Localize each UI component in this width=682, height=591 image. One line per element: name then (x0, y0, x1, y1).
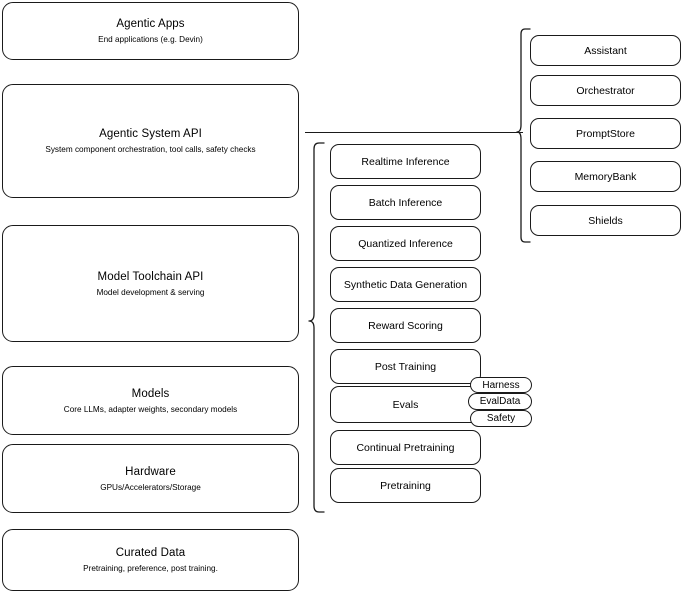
stack-layer-agentic-system-api[interactable]: Agentic System API System component orch… (2, 84, 299, 198)
component-shields[interactable]: Shields (530, 205, 681, 236)
toolchain-evals[interactable]: Evals (330, 386, 481, 423)
layer-subtitle: System component orchestration, tool cal… (45, 145, 256, 154)
evals-subcomponent-safety[interactable]: Safety (470, 410, 532, 427)
component-label: Orchestrator (576, 84, 635, 97)
pill-label: EvalData (479, 396, 521, 407)
layer-title: Hardware (125, 465, 176, 478)
pill-label: Harness (482, 379, 520, 391)
stack-layer-model-toolchain-api[interactable]: Model Toolchain API Model development & … (2, 225, 299, 342)
toolchain-label: Pretraining (380, 479, 431, 492)
toolchain-pretraining[interactable]: Pretraining (330, 468, 481, 503)
layer-subtitle: Core LLMs, adapter weights, secondary mo… (63, 404, 238, 414)
toolchain-label: Batch Inference (368, 196, 443, 209)
toolchain-label: Continual Pretraining (356, 441, 455, 454)
toolchain-label: Post Training (374, 360, 437, 373)
layer-subtitle: GPUs/Accelerators/Storage (100, 482, 201, 492)
toolchain-label: Reward Scoring (368, 319, 443, 332)
toolchain-label: Realtime Inference (361, 155, 450, 168)
component-label: PromptStore (576, 127, 635, 140)
stack-layer-agentic-apps[interactable]: Agentic Apps End applications (e.g. Devi… (2, 2, 299, 60)
component-label: MemoryBank (574, 170, 637, 183)
layer-subtitle: End applications (e.g. Devin) (98, 35, 203, 44)
toolchain-label: Evals (392, 398, 419, 411)
stack-layer-hardware[interactable]: Hardware GPUs/Accelerators/Storage (2, 444, 299, 513)
layer-subtitle: Pretraining, preference, post training. (83, 564, 218, 573)
stack-layer-curated-data[interactable]: Curated Data Pretraining, preference, po… (2, 529, 299, 591)
layer-subtitle: Model development & serving (96, 287, 205, 297)
pill-label: Safety (486, 413, 516, 424)
brace-agentic-system-components (516, 28, 531, 243)
toolchain-batch-inference[interactable]: Batch Inference (330, 185, 481, 220)
toolchain-label: Quantized Inference (358, 237, 453, 250)
toolchain-post-training[interactable]: Post Training (330, 349, 481, 384)
layer-title: Agentic Apps (116, 18, 185, 30)
component-orchestrator[interactable]: Orchestrator (530, 75, 681, 106)
evals-subcomponent-evaldata[interactable]: EvalData (468, 393, 532, 410)
toolchain-label: Synthetic Data Generation (343, 278, 468, 291)
layer-title: Curated Data (115, 547, 186, 559)
connector-agentic-system-api-to-components (305, 132, 523, 133)
brace-model-toolchain-components (308, 142, 325, 513)
component-label: Assistant (584, 44, 627, 57)
layer-title: Agentic System API (99, 128, 202, 140)
layer-title: Models (131, 387, 170, 400)
component-assistant[interactable]: Assistant (530, 35, 681, 66)
component-promptstore[interactable]: PromptStore (530, 118, 681, 149)
toolchain-reward-scoring[interactable]: Reward Scoring (330, 308, 481, 343)
evals-subcomponent-harness[interactable]: Harness (470, 377, 532, 393)
layer-title: Model Toolchain API (97, 270, 204, 283)
toolchain-synthetic-data-generation[interactable]: Synthetic Data Generation (330, 267, 481, 302)
component-label: Shields (588, 214, 623, 227)
toolchain-continual-pretraining[interactable]: Continual Pretraining (330, 430, 481, 465)
stack-layer-models[interactable]: Models Core LLMs, adapter weights, secon… (2, 366, 299, 435)
toolchain-quantized-inference[interactable]: Quantized Inference (330, 226, 481, 261)
component-memorybank[interactable]: MemoryBank (530, 161, 681, 192)
toolchain-realtime-inference[interactable]: Realtime Inference (330, 144, 481, 179)
